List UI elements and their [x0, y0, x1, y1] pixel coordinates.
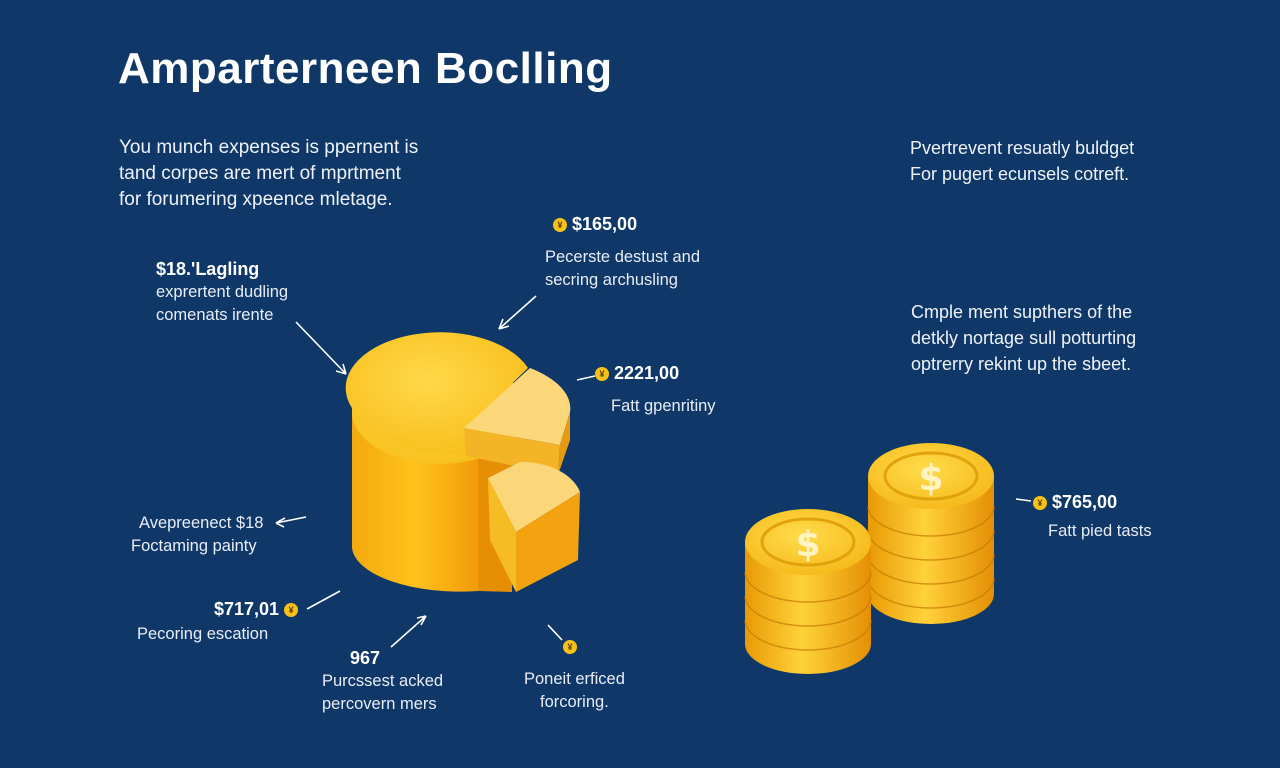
supplement-note: Cmple ment supthers of the detkly nortag… — [911, 299, 1136, 377]
callout-text: Pecerste destust and — [545, 248, 701, 266]
callout-text: Foctaming painty — [131, 537, 257, 555]
intro-line: You munch expenses is ppernent is — [119, 137, 419, 158]
callout-text: secring archusling — [545, 271, 678, 289]
coin-badge-icon: ¥ — [563, 640, 577, 654]
callout-text: Purcssest acked — [322, 672, 444, 690]
callout-forcoring: ¥ Poneit erficed forcoring. — [524, 638, 625, 714]
supplement-note-line: Cmple ment supthers of the — [911, 302, 1133, 322]
intro-line: tand corpes are mert of mprtment — [119, 163, 401, 184]
callout-amount: 2221,00 — [614, 363, 680, 383]
intro-text: You munch expenses is ppernent is tand c… — [119, 135, 418, 213]
callout-text: exprertent dudling — [156, 283, 289, 301]
callout-text: Fatt pied tasts — [1048, 522, 1152, 540]
svg-text:$: $ — [918, 458, 943, 499]
callout-amount: $165,00 — [572, 214, 638, 234]
callout-amount: $765,00 — [1052, 492, 1118, 512]
callout-967: 967 Purcssest acked percovern mers — [322, 647, 443, 716]
coin-badge-icon: ¥ — [284, 603, 299, 618]
coin-badge-icon: ¥ — [1033, 496, 1047, 511]
coin-stack-icon: $ $ — [744, 443, 995, 674]
callout-765: ¥ $765,00 Fatt pied tasts — [1033, 491, 1152, 543]
callout-text: Fatt gpenritiny — [611, 397, 716, 415]
arrow-lines — [275, 295, 1032, 648]
callout-text: forcoring. — [540, 693, 609, 711]
callout-2221: ¥ 2221,00 Fatt gpenritiny — [595, 362, 716, 418]
callout-717: $717,01 ¥ Pecoring escation — [137, 598, 299, 646]
callout-text: percovern mers — [322, 695, 437, 713]
supplement-note-line: detkly nortage sull potturting — [911, 328, 1137, 348]
coin-badge-icon: ¥ — [595, 367, 609, 382]
callout-text: comenats irente — [156, 306, 274, 324]
callout-amount: $717,01 — [214, 599, 280, 619]
budget-note-line: For pugert ecunsels cotreft. — [910, 164, 1130, 184]
callout-avepreenect: Avepreenect $18 Foctaming painty — [131, 512, 263, 558]
callout-amount: 967 — [350, 648, 381, 668]
budget-note-line: Pvertrevent resuatly buldget — [910, 138, 1135, 158]
callout-165: ¥ $165,00 Pecerste destust and secring a… — [545, 213, 700, 292]
intro-line: for forumering xpeence mletage. — [119, 189, 393, 210]
pie-chart-icon — [345, 332, 580, 592]
budget-note: Pvertrevent resuatly buldget For pugert … — [910, 135, 1134, 187]
callout-text: Poneit erficed — [524, 670, 625, 688]
coin-badge-icon: ¥ — [553, 218, 567, 233]
callout-text: Pecoring escation — [137, 625, 269, 643]
page-title: Amparterneen Boclling — [118, 44, 613, 93]
supplement-note-line: optrerry rekint up the sbeet. — [911, 354, 1132, 374]
callout-amount: $18.'Lagling — [156, 259, 260, 279]
svg-text:$: $ — [795, 524, 820, 565]
callout-lagling: $18.'Lagling exprertent dudling comenats… — [156, 258, 288, 327]
callout-amount: Avepreenect $18 — [139, 514, 264, 532]
